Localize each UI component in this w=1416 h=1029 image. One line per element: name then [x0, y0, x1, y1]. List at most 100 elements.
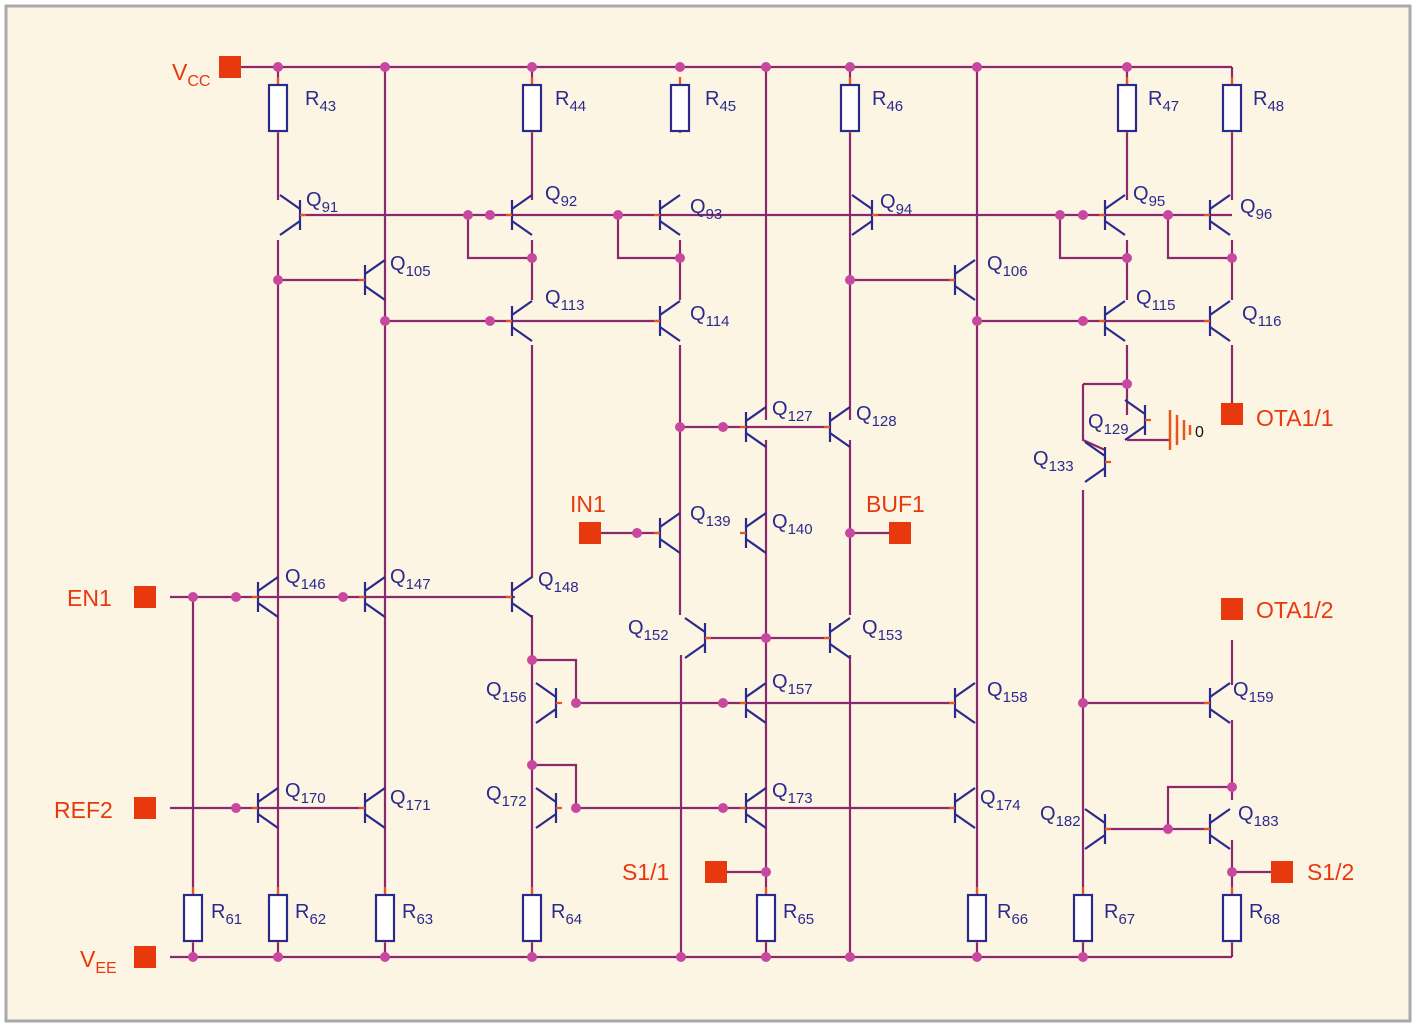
transistor-label-q91: Q91: [306, 189, 338, 216]
designator-number: 146: [301, 576, 326, 593]
port-label-main: EN1: [67, 585, 112, 611]
designator-number: 153: [878, 627, 903, 644]
port-label-main: IN1: [570, 491, 606, 517]
transistor-label-q95: Q95: [1133, 183, 1165, 210]
transistor-q95: [1099, 194, 1126, 236]
designator-prefix: Q: [880, 191, 896, 213]
junction-dot: [718, 422, 728, 432]
junction-dot: [613, 210, 623, 220]
transistor-label-q159: Q159: [1233, 679, 1274, 706]
transistor-emitter: [954, 285, 976, 301]
junction-dot: [485, 316, 495, 326]
port-label-sub: EE: [95, 960, 116, 977]
transistor-collector: [1124, 399, 1146, 415]
transistor-collector: [684, 617, 706, 633]
junction-dot: [1227, 782, 1237, 792]
designator-number: 47: [1162, 98, 1179, 115]
transistor-emitter: [1104, 220, 1126, 236]
junction-dot: [527, 62, 537, 72]
resistor-r65: [755, 893, 777, 943]
transistor-label-q170: Q170: [285, 780, 326, 807]
transistor-q114: [654, 300, 681, 342]
transistor-emitter: [659, 326, 681, 342]
transistor-collector: [851, 194, 873, 210]
transistor-q116: [1204, 300, 1231, 342]
junction-dot: [761, 952, 771, 962]
wire: [466, 215, 532, 260]
designator-number: 48: [1267, 98, 1284, 115]
transistor-collector: [279, 194, 301, 210]
resistor-label-r64: R64: [551, 901, 582, 928]
transistor-emitter: [511, 602, 533, 618]
transistor-emitter: [1209, 220, 1231, 236]
transistor-label-q127: Q127: [772, 398, 813, 425]
port-label-ref2: REF2: [54, 797, 113, 823]
transistor-label-q116: Q116: [1242, 303, 1281, 330]
port-label-main: OTA1/1: [1256, 405, 1334, 431]
designator-number: 171: [406, 797, 431, 814]
transistor-label-q106: Q106: [987, 253, 1028, 280]
port-pad-vee: [134, 946, 156, 968]
resistor-label-r62: R62: [295, 901, 326, 928]
transistor-collector: [1104, 194, 1126, 210]
designator-prefix: Q: [306, 189, 322, 211]
resistor-label-r46: R46: [872, 88, 903, 115]
junction-dot: [1163, 824, 1173, 834]
transistor-q96: [1204, 194, 1231, 236]
junction-dot: [1055, 210, 1065, 220]
designator-prefix: Q: [772, 671, 788, 693]
port-pad-ota12: [1221, 598, 1243, 620]
junction-dot: [718, 698, 728, 708]
transistor-label-q173: Q173: [772, 780, 813, 807]
transistor-q133: [1084, 441, 1111, 483]
designator-number: 133: [1049, 458, 1074, 475]
junction-dot: [1227, 253, 1237, 263]
designator-number: 92: [561, 193, 578, 210]
designator-prefix: Q: [1233, 679, 1249, 701]
transistor-collector: [1209, 300, 1231, 316]
transistor-collector: [257, 576, 279, 592]
transistor-emitter: [829, 432, 851, 448]
designator-prefix: Q: [390, 787, 406, 809]
transistor-collector: [954, 787, 976, 803]
designator-number: 44: [569, 98, 586, 115]
resistor-r43: [267, 83, 289, 133]
transistor-collector: [535, 787, 557, 803]
transistor-emitter: [364, 602, 386, 618]
transistor-label-q93: Q93: [690, 196, 722, 223]
transistor-emitter: [659, 220, 681, 236]
designator-number: 93: [706, 206, 723, 223]
designator-prefix: Q: [690, 196, 706, 218]
designator-number: 63: [416, 911, 433, 928]
port-label-s12: S1/2: [1307, 859, 1354, 885]
designator-number: 115: [1152, 297, 1176, 314]
designator-number: 94: [896, 201, 913, 218]
junction-dot: [338, 592, 348, 602]
resistor-r47: [1116, 83, 1138, 133]
designator-prefix: Q: [1242, 303, 1258, 325]
designator-number: 66: [1011, 911, 1028, 928]
resistor-r46: [839, 83, 861, 133]
transistor-q156: [535, 682, 562, 724]
junction-dot: [571, 698, 581, 708]
resistor-r64: [521, 893, 543, 943]
junction-dot: [485, 210, 495, 220]
transistor-collector: [364, 787, 386, 803]
resistor-label-r66: R66: [997, 901, 1028, 928]
designator-number: 68: [1263, 911, 1280, 928]
designator-number: 128: [872, 413, 897, 430]
junction-dot: [675, 62, 685, 72]
designator-number: 67: [1118, 911, 1135, 928]
designator-prefix: Q: [690, 303, 706, 325]
resistor-label-r63: R63: [402, 901, 433, 928]
junction-dot: [571, 803, 581, 813]
resistor-r62: [267, 893, 289, 943]
resistor-label-r47: R47: [1148, 88, 1179, 115]
transistor-label-q147: Q147: [390, 566, 431, 593]
transistor-q113: [506, 300, 533, 342]
transistor-emitter: [1084, 467, 1106, 483]
ground-label: 0: [1195, 424, 1204, 441]
resistor-label-r48: R48: [1253, 88, 1284, 115]
transistor-q91: [279, 194, 306, 236]
port-label-main: S1/1: [622, 859, 669, 885]
